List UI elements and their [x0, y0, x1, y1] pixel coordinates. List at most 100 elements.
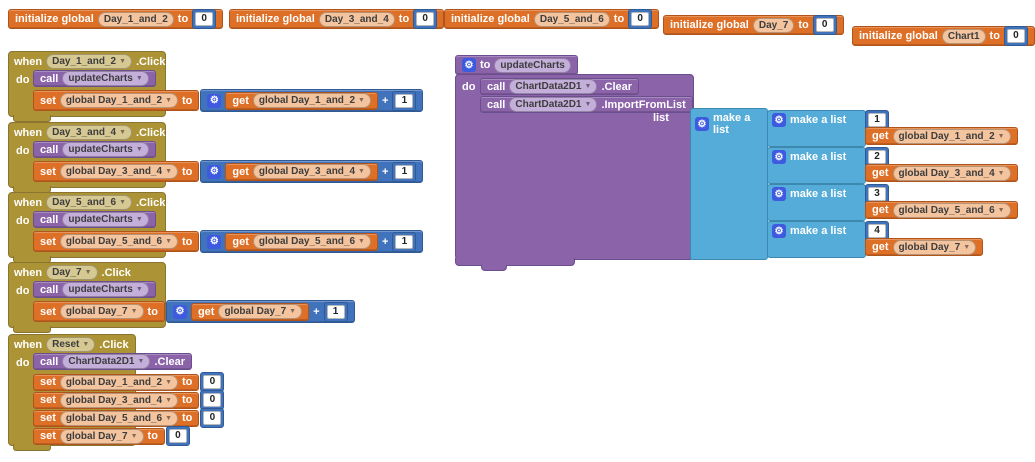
number-field[interactable]: 1 — [395, 234, 414, 249]
when-block-reset[interactable]: when Reset▼ .Click do call ChartData2D1▼… — [8, 334, 248, 454]
set-variable-block[interactable]: set global Day_1_and_2▼ to — [33, 373, 200, 391]
mutator-gear-icon[interactable]: ⚙ — [772, 187, 786, 201]
variable-name-field[interactable]: Day_7 — [752, 17, 795, 33]
number-field[interactable]: 0 — [631, 12, 650, 26]
math-add-block[interactable]: ⚙ get global Day_5_and_6▼ + 1 — [200, 230, 424, 253]
component-dropdown[interactable]: Day_1_and_2▼ — [46, 54, 132, 69]
number-field[interactable]: 1 — [326, 304, 345, 319]
initialize-global-block-day-7[interactable]: initialize global Day_7 to 0 — [663, 15, 844, 35]
call-clear-block[interactable]: call ChartData2D1▼ .Clear — [33, 353, 193, 370]
mutator-gear-icon[interactable]: ⚙ — [207, 93, 222, 108]
mutator-gear-icon[interactable]: ⚙ — [207, 164, 222, 179]
procedure-header[interactable]: ⚙ to updateCharts — [455, 55, 578, 75]
number-block[interactable]: 0 — [628, 9, 653, 29]
number-field[interactable]: 0 — [203, 411, 222, 425]
set-variable-block[interactable]: set global Day_3_and_4▼ to — [33, 391, 200, 409]
mutator-gear-icon[interactable]: ⚙ — [772, 150, 786, 164]
number-block[interactable]: 0 — [200, 390, 225, 410]
component-dropdown[interactable]: Reset▼ — [46, 337, 96, 352]
number-field[interactable]: 1 — [395, 93, 414, 108]
variable-dropdown[interactable]: global Day_3_and_4▼ — [59, 392, 178, 408]
set-variable-block[interactable]: set global Day_5_and_6▼ to — [33, 231, 200, 252]
number-field[interactable]: 1 — [395, 164, 414, 179]
when-block-day-7[interactable]: when Day_7▼ .Click do call updateCharts▼… — [8, 262, 438, 333]
number-field[interactable]: 1 — [868, 113, 886, 127]
variable-dropdown[interactable]: global Day_5_and_6▼ — [59, 234, 178, 249]
initialize-global-block-day-3-and-4[interactable]: initialize global Day_3_and_4 to 0 — [229, 9, 445, 29]
mutator-gear-icon[interactable]: ⚙ — [772, 224, 786, 238]
variable-dropdown[interactable]: global Day_3_and_4▼ — [252, 164, 371, 179]
when-block-day-3-and-4[interactable]: when Day_3_and_4▼ .Click do call updateC… — [8, 122, 438, 193]
number-block[interactable]: 0 — [200, 372, 225, 392]
set-variable-block[interactable]: set global Day_5_and_6▼ to — [33, 409, 200, 427]
number-field[interactable]: 0 — [815, 18, 834, 32]
number-field[interactable]: 0 — [203, 393, 222, 407]
number-block[interactable]: 1 — [392, 90, 417, 111]
number-field[interactable]: 3 — [868, 187, 886, 201]
procedure-dropdown[interactable]: updateCharts▼ — [62, 142, 149, 157]
variable-dropdown[interactable]: global Day_5_and_6▼ — [252, 234, 371, 249]
variable-name-field[interactable]: Chart1 — [941, 28, 986, 44]
procedure-dropdown[interactable]: updateCharts▼ — [62, 212, 149, 227]
variable-dropdown[interactable]: global Day_1_and_2▼ — [59, 374, 178, 390]
mutator-gear-icon[interactable]: ⚙ — [207, 234, 222, 249]
number-block[interactable]: 0 — [812, 15, 837, 35]
make-a-list-outer-block[interactable]: ⚙ make a list — [690, 108, 768, 260]
get-variable-block[interactable]: get global Day_7▼ — [190, 302, 310, 321]
call-procedure-block[interactable]: call updateCharts▼ — [33, 281, 156, 298]
number-block[interactable]: 1 — [392, 161, 417, 182]
variable-dropdown[interactable]: global Day_5_and_6▼ — [59, 410, 178, 426]
make-a-list-inner-block[interactable]: ⚙ make a list — [767, 147, 866, 184]
component-dropdown[interactable]: ChartData2D1▼ — [509, 79, 598, 94]
mutator-gear-icon[interactable]: ⚙ — [695, 117, 709, 131]
call-procedure-block[interactable]: call updateCharts▼ — [33, 141, 156, 158]
variable-dropdown[interactable]: global Day_7▼ — [59, 304, 144, 319]
math-add-block[interactable]: ⚙ get global Day_7▼ + 1 — [165, 300, 355, 323]
procedure-dropdown[interactable]: updateCharts▼ — [62, 282, 149, 297]
number-field[interactable]: 2 — [868, 150, 886, 164]
variable-dropdown[interactable]: global Day_7▼ — [892, 239, 977, 255]
variable-dropdown[interactable]: global Day_5_and_6▼ — [892, 202, 1011, 218]
variable-dropdown[interactable]: global Day_7▼ — [59, 428, 144, 444]
call-procedure-block[interactable]: call updateCharts▼ — [33, 211, 156, 228]
call-procedure-block[interactable]: call updateCharts▼ — [33, 70, 156, 87]
component-dropdown[interactable]: ChartData2D1▼ — [509, 97, 598, 112]
variable-name-field[interactable]: Day_3_and_4 — [318, 11, 395, 27]
get-variable-block[interactable]: get global Day_1_and_2▼ — [865, 127, 1018, 145]
number-field[interactable]: 4 — [868, 224, 886, 238]
variable-dropdown[interactable]: global Day_1_and_2▼ — [252, 93, 371, 108]
make-a-list-inner-block[interactable]: ⚙ make a list — [767, 184, 866, 221]
variable-dropdown[interactable]: global Day_3_and_4▼ — [59, 164, 178, 179]
when-block-day-5-and-6[interactable]: when Day_5_and_6▼ .Click do call updateC… — [8, 192, 438, 263]
procedure-name-field[interactable]: updateCharts — [494, 57, 571, 73]
get-variable-block[interactable]: get global Day_1_and_2▼ — [225, 91, 378, 110]
call-clear-block[interactable]: call ChartData2D1▼ .Clear — [480, 78, 640, 95]
call-importfromlist-block[interactable]: call ChartData2D1▼ .ImportFromList — [480, 96, 693, 113]
get-variable-block[interactable]: get global Day_5_and_6▼ — [865, 201, 1018, 219]
number-field[interactable]: 0 — [195, 12, 214, 26]
initialize-global-block-day-5-and-6[interactable]: initialize global Day_5_and_6 to 0 — [444, 9, 660, 29]
set-variable-block[interactable]: set global Day_7▼ to — [33, 301, 165, 322]
get-variable-block[interactable]: get global Day_7▼ — [865, 238, 984, 256]
set-variable-block[interactable]: set global Day_1_and_2▼ to — [33, 90, 200, 111]
mutator-gear-icon[interactable]: ⚙ — [462, 58, 476, 72]
variable-dropdown[interactable]: global Day_7▼ — [218, 304, 303, 319]
mutator-gear-icon[interactable]: ⚙ — [772, 113, 786, 127]
number-block[interactable]: 1 — [392, 231, 417, 252]
get-variable-block[interactable]: get global Day_3_and_4▼ — [865, 164, 1018, 182]
make-a-list-inner-block[interactable]: ⚙ make a list — [767, 110, 866, 147]
component-dropdown[interactable]: Day_7▼ — [46, 265, 98, 280]
component-dropdown[interactable]: Day_5_and_6▼ — [46, 195, 132, 210]
get-variable-block[interactable]: get global Day_3_and_4▼ — [225, 162, 378, 181]
math-add-block[interactable]: ⚙ get global Day_1_and_2▼ + 1 — [200, 89, 424, 112]
initialize-global-block-day-1-and-2[interactable]: initialize global Day_1_and_2 to 0 — [8, 9, 224, 29]
component-dropdown[interactable]: ChartData2D1▼ — [62, 354, 151, 369]
number-block[interactable]: 4 — [865, 221, 889, 241]
number-field[interactable]: 0 — [1006, 29, 1025, 43]
number-block[interactable]: 0 — [200, 408, 225, 428]
variable-dropdown[interactable]: global Day_1_and_2▼ — [892, 128, 1011, 144]
number-block[interactable]: 0 — [192, 9, 217, 29]
when-block-day-1-and-2[interactable]: when Day_1_and_2▼ .Click do call updateC… — [8, 51, 438, 122]
variable-name-field[interactable]: Day_1_and_2 — [97, 11, 174, 27]
make-a-list-inner-block[interactable]: ⚙ make a list — [767, 221, 866, 258]
